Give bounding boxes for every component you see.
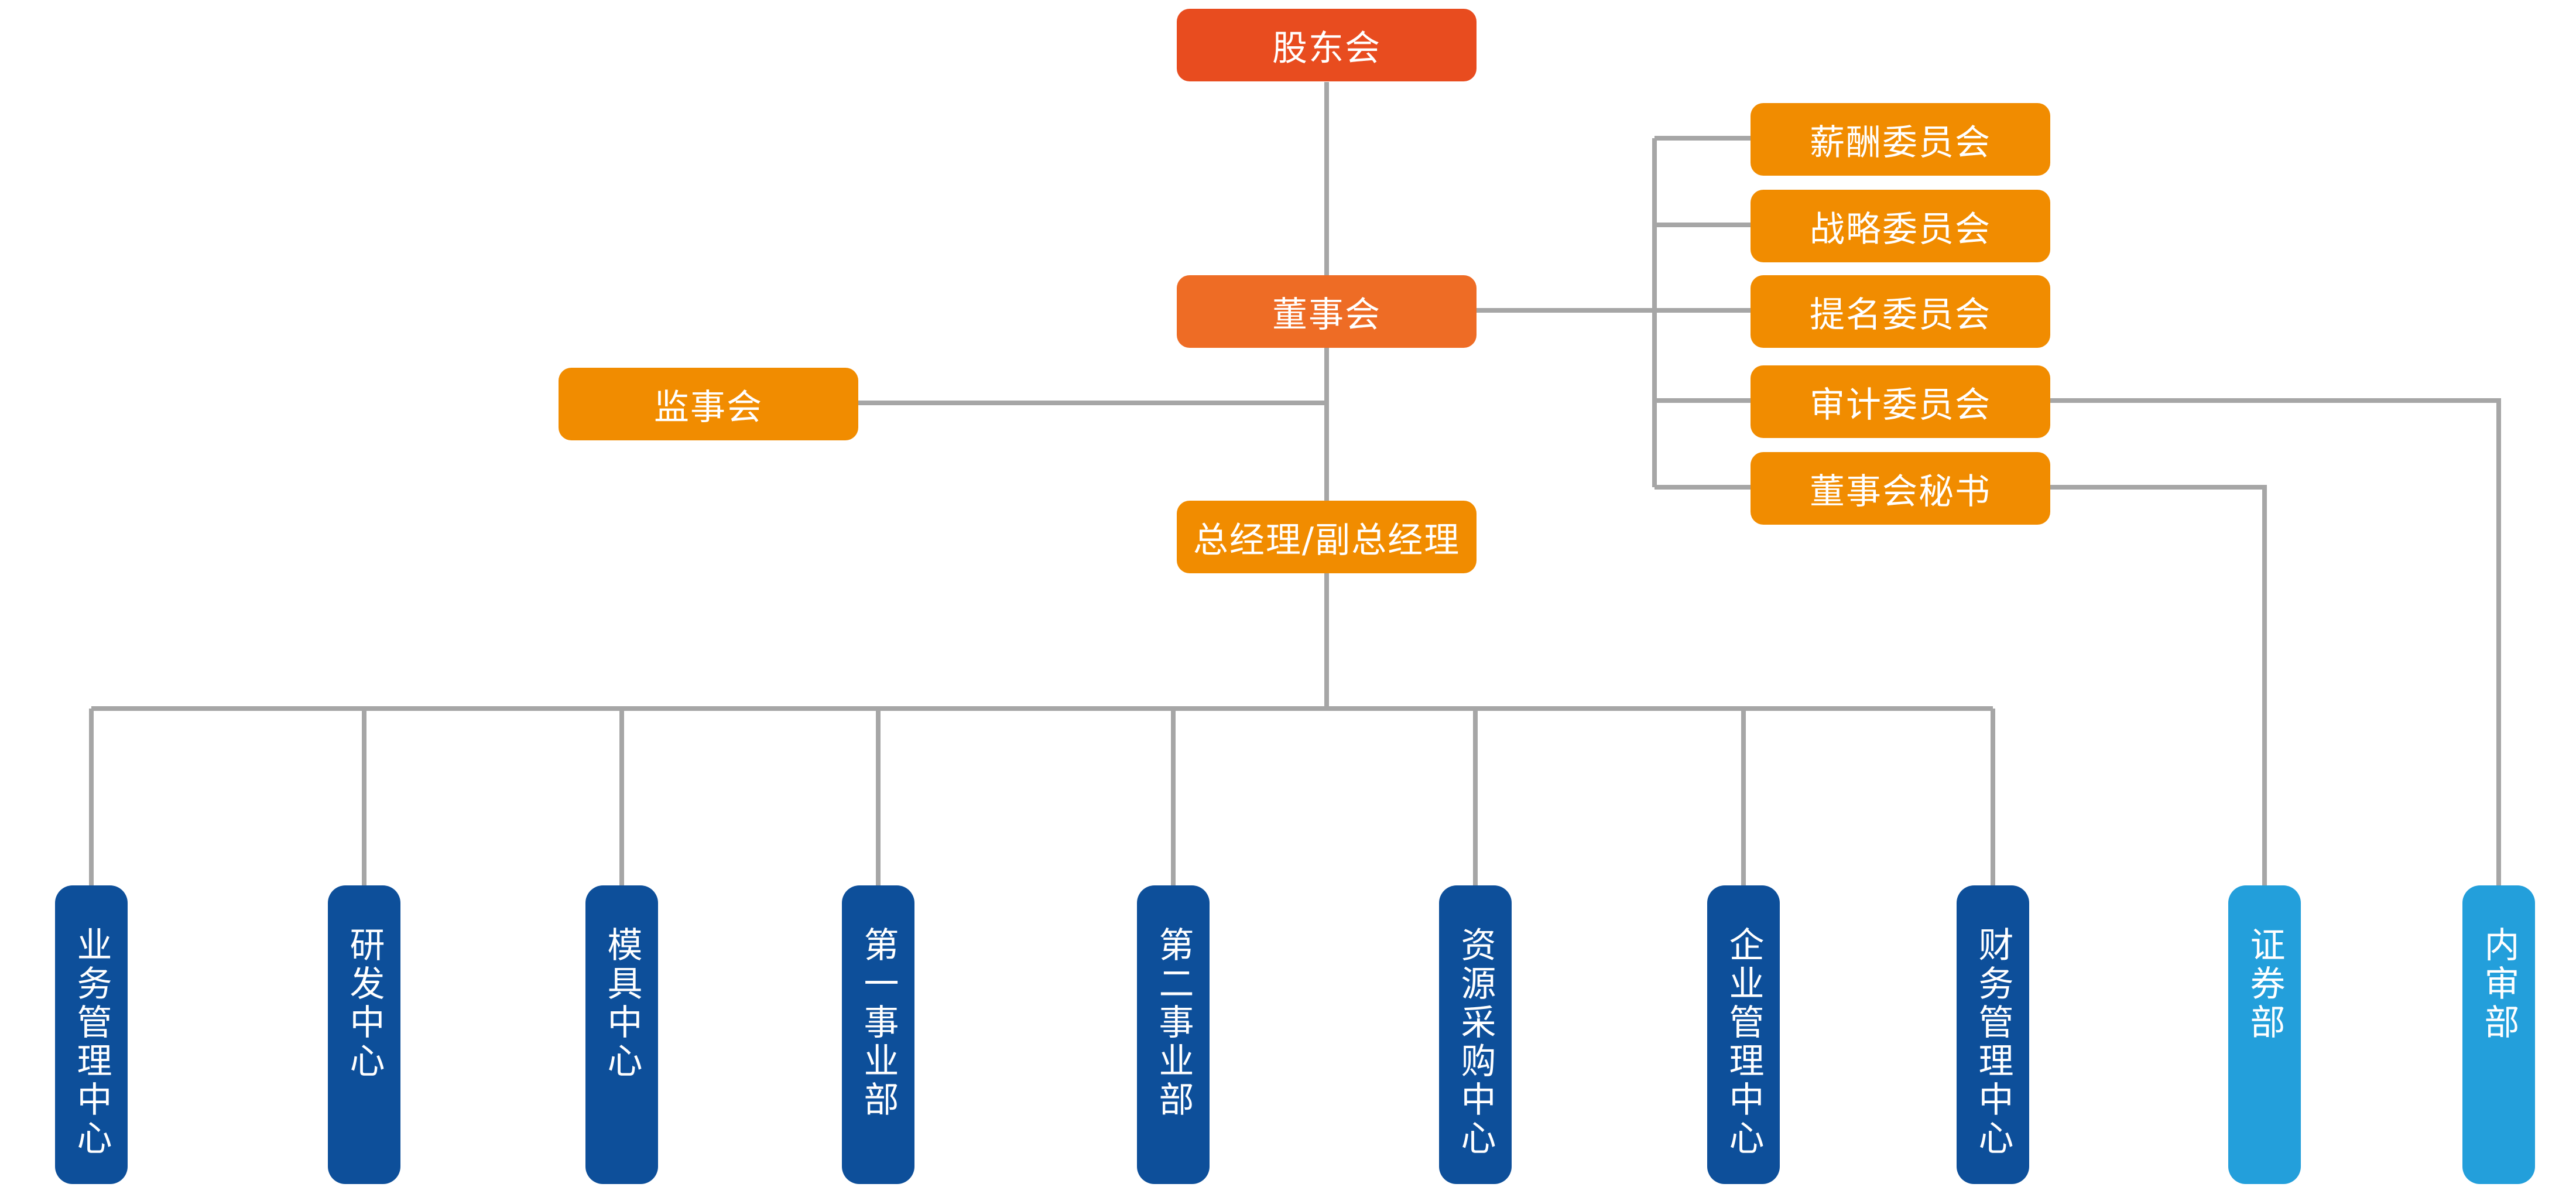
department-box: 研发中心: [328, 885, 400, 1184]
internal-audit-dept-box: 内审部: [2462, 885, 2535, 1184]
internal-audit-dept-label: 内审部: [2478, 926, 2519, 1042]
securities-dept-box: 证券部: [2228, 885, 2301, 1184]
audit-to-internal-audit-line: [2048, 398, 2501, 885]
committee-box: 董事会秘书: [1751, 452, 2050, 525]
department-box: 企业管理中心: [1707, 885, 1780, 1184]
department-box: 业务管理中心: [55, 885, 128, 1184]
committee-box: 战略委员会: [1751, 190, 2050, 262]
supervisory-label: 监事会: [654, 386, 763, 428]
department-box: 资源采购中心: [1439, 885, 1512, 1184]
committee-label: 董事会秘书: [1810, 471, 1991, 512]
gm-label: 总经理/副总经理: [1193, 519, 1461, 561]
department-label: 模具中心: [601, 926, 642, 1081]
board-label: 董事会: [1272, 294, 1381, 336]
committee-box: 审计委员会: [1751, 365, 2050, 438]
committee-label: 提名委员会: [1810, 294, 1991, 336]
department-box: 财务管理中心: [1957, 885, 2029, 1184]
committee-box: 薪酬委员会: [1751, 103, 2050, 176]
department-label: 企业管理中心: [1723, 926, 1764, 1158]
committee-box: 提名委员会: [1751, 275, 2050, 348]
committee-label: 审计委员会: [1810, 384, 1991, 426]
board-box: 董事会: [1177, 275, 1477, 348]
secretary-to-securities-line: [2048, 485, 2267, 885]
department-label: 第二事业部: [1153, 926, 1194, 1120]
securities-dept-label: 证券部: [2244, 926, 2285, 1042]
department-box: 模具中心: [585, 885, 658, 1184]
department-label: 财务管理中心: [1972, 926, 2013, 1158]
committee-label: 薪酬委员会: [1810, 122, 1991, 163]
committee-label: 战略委员会: [1810, 208, 1991, 250]
department-label: 研发中心: [344, 926, 385, 1081]
department-box: 第一事业部: [842, 885, 914, 1184]
gm-box: 总经理/副总经理: [1177, 501, 1477, 573]
supervisory-box: 监事会: [559, 368, 858, 440]
shareholders-label: 股东会: [1272, 28, 1381, 69]
shareholders-box: 股东会: [1177, 9, 1477, 81]
department-label: 第一事业部: [858, 926, 899, 1120]
department-box: 第二事业部: [1137, 885, 1210, 1184]
department-label: 业务管理中心: [71, 926, 112, 1158]
department-label: 资源采购中心: [1455, 926, 1496, 1158]
